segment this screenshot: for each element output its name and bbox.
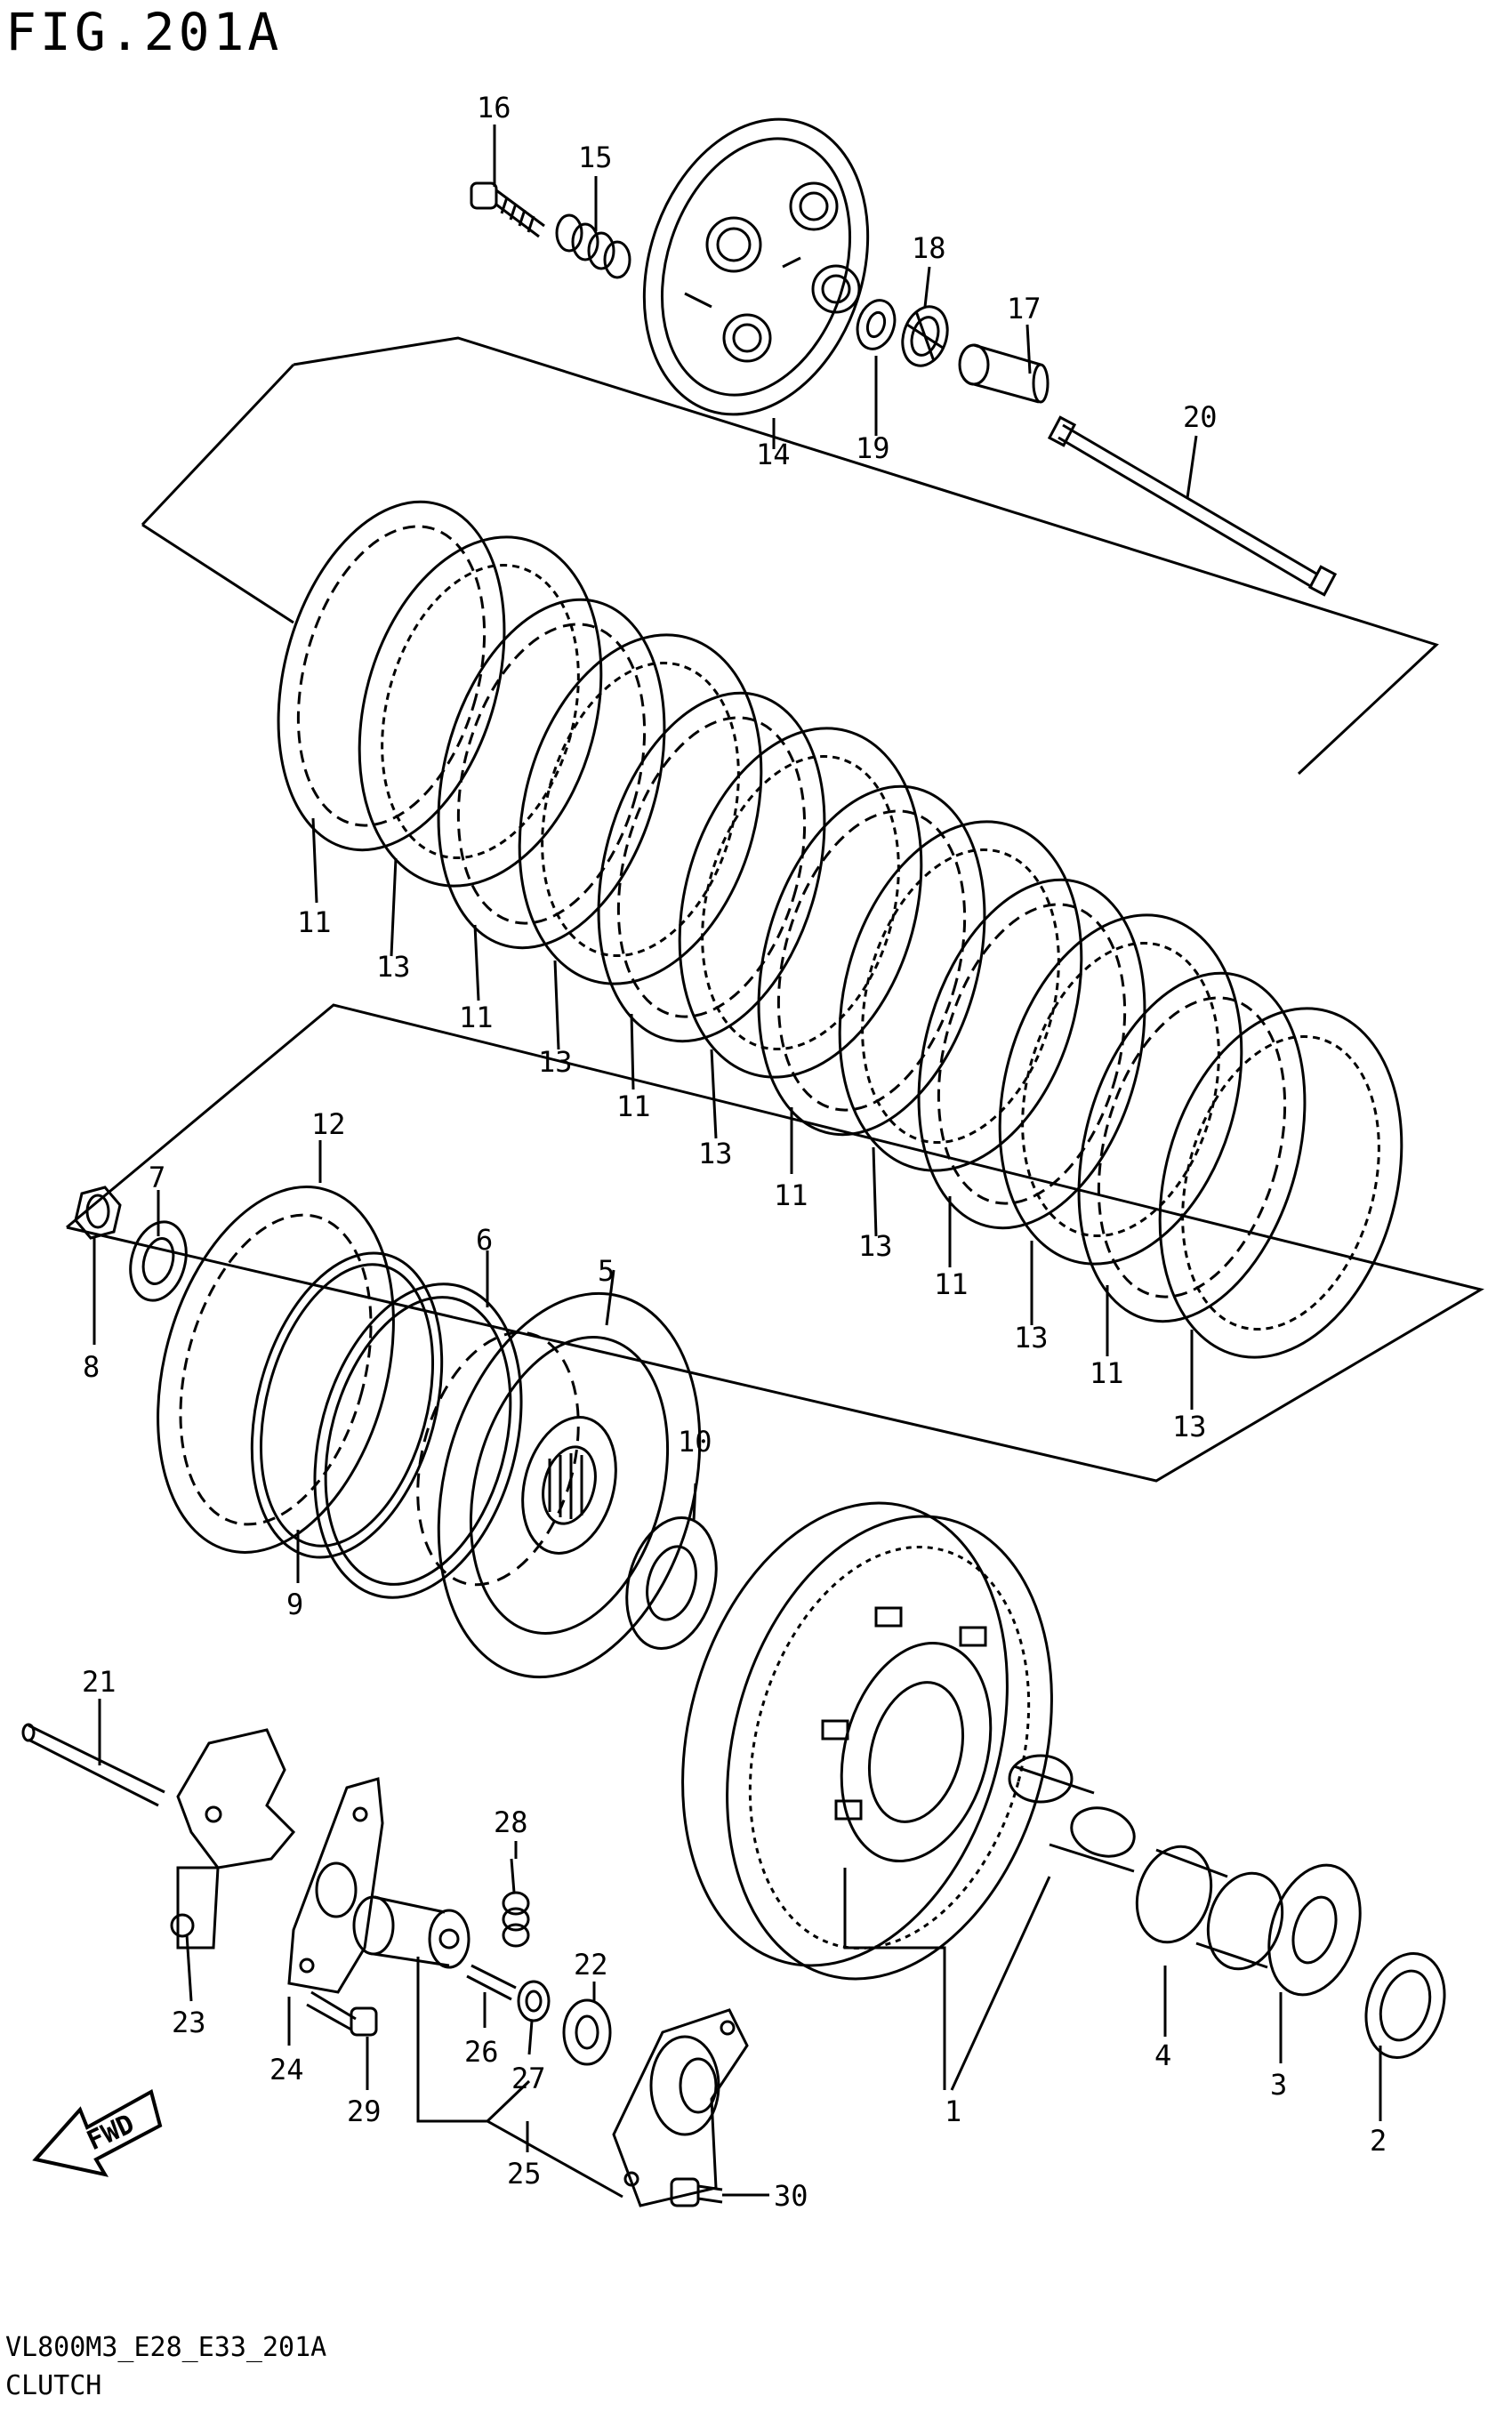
figure-code: VL800M3_E28_E33_201A bbox=[5, 2332, 327, 2363]
callout-18: 18 bbox=[912, 231, 946, 265]
callout-13c: 13 bbox=[698, 1137, 733, 1170]
part-5-clutch-sleeve-hub bbox=[416, 1291, 702, 1679]
callout-19: 19 bbox=[856, 431, 890, 465]
part-6-spring-seat bbox=[313, 1282, 523, 1599]
drive-plate-3 bbox=[678, 727, 923, 1079]
friction-plate-3 bbox=[597, 691, 826, 1043]
callout-5: 5 bbox=[598, 1254, 615, 1288]
callout-11c: 11 bbox=[616, 1089, 651, 1123]
drive-plate-2 bbox=[518, 633, 763, 985]
lower-group-frame bbox=[66, 1003, 1484, 1483]
figure-title: FIG.201A bbox=[5, 2, 283, 62]
friction-plate-4 bbox=[757, 784, 986, 1137]
part-28-spring bbox=[502, 1858, 530, 1948]
part-8-nut bbox=[74, 1186, 122, 1240]
callout-21: 21 bbox=[82, 1665, 117, 1699]
callout-11d: 11 bbox=[774, 1178, 808, 1212]
callout-17: 17 bbox=[1007, 292, 1042, 326]
part-22-oil-seal bbox=[562, 1998, 612, 2066]
fwd-arrow bbox=[32, 2089, 163, 2177]
part-9-spring-washer bbox=[250, 1251, 444, 1559]
drive-plate-4 bbox=[838, 820, 1083, 1172]
callout-labels: 1 2 3 4 5 6 7 8 9 10 11 11 11 11 11 11 1… bbox=[82, 91, 1387, 2213]
part-30-bolt bbox=[670, 2177, 723, 2207]
part-27-nut bbox=[517, 1980, 551, 2022]
callout-2: 2 bbox=[1370, 2124, 1387, 2158]
part-26-screw bbox=[466, 1964, 517, 2001]
part-10-thrust-washer bbox=[625, 1516, 718, 1651]
callout-22: 22 bbox=[574, 1948, 608, 1982]
callout-30: 30 bbox=[774, 2179, 808, 2213]
drive-plate-6 bbox=[1158, 1007, 1403, 1359]
part-3-washer bbox=[1267, 1863, 1362, 1997]
callout-14: 14 bbox=[756, 438, 791, 471]
part-18-bearing bbox=[901, 305, 949, 367]
callout-3: 3 bbox=[1270, 2068, 1287, 2102]
part-12-friction-plate bbox=[157, 1186, 395, 1554]
callout-4: 4 bbox=[1154, 2038, 1171, 2072]
leader-lines bbox=[92, 125, 1382, 2199]
callout-13e: 13 bbox=[1014, 1321, 1049, 1355]
callout-10: 10 bbox=[678, 1425, 712, 1459]
callout-1: 1 bbox=[945, 2094, 961, 2128]
callout-13d: 13 bbox=[858, 1229, 893, 1263]
friction-plate-2 bbox=[437, 598, 666, 950]
drive-plate-1 bbox=[358, 535, 603, 888]
part-4-spacer bbox=[1008, 1754, 1136, 1873]
friction-plate-1 bbox=[277, 500, 506, 852]
callout-27: 27 bbox=[511, 2062, 546, 2095]
part-4-needle-bearing bbox=[1135, 1845, 1284, 1971]
callout-16: 16 bbox=[477, 91, 511, 125]
callout-8: 8 bbox=[83, 1350, 100, 1384]
part-25-release-cover bbox=[612, 2008, 749, 2207]
fwd-label: FWD bbox=[83, 2109, 140, 2158]
part-1-clutch-housing bbox=[681, 1501, 1053, 1981]
callout-25: 25 bbox=[507, 2157, 542, 2191]
callout-24: 24 bbox=[269, 2053, 304, 2086]
callout-11b: 11 bbox=[459, 1001, 494, 1034]
callout-29: 29 bbox=[347, 2094, 382, 2128]
callout-6: 6 bbox=[476, 1223, 493, 1257]
callout-26: 26 bbox=[464, 2035, 499, 2069]
part-17-push-piece bbox=[958, 343, 1050, 404]
upper-group-frame bbox=[293, 336, 1439, 776]
plate-stack bbox=[277, 500, 1403, 1359]
part-14-pressure-plate bbox=[642, 117, 870, 416]
callout-23: 23 bbox=[172, 2006, 206, 2039]
part-21-rod bbox=[21, 1723, 165, 1807]
callout-20: 20 bbox=[1183, 400, 1218, 434]
part-25-release-cam bbox=[352, 1895, 470, 1969]
callout-11e: 11 bbox=[934, 1267, 969, 1301]
callout-13f: 13 bbox=[1172, 1410, 1207, 1443]
callout-11f: 11 bbox=[1090, 1356, 1124, 1390]
callout-15: 15 bbox=[578, 141, 613, 174]
callout-11a: 11 bbox=[297, 905, 332, 939]
drive-plate-5 bbox=[998, 913, 1243, 1266]
part-19-washer bbox=[856, 299, 897, 350]
callout-9: 9 bbox=[286, 1588, 303, 1621]
callout-7: 7 bbox=[149, 1161, 165, 1194]
part-20-push-rod bbox=[1047, 415, 1338, 597]
part-15-spring bbox=[555, 213, 631, 279]
part-2-oil-seal bbox=[1364, 1951, 1446, 2060]
part-23-bracket bbox=[170, 1728, 296, 1950]
part-24-gasket bbox=[287, 1777, 384, 1994]
callout-13a: 13 bbox=[376, 950, 411, 984]
friction-plate-6 bbox=[1077, 971, 1307, 1323]
part-16-bolt bbox=[470, 181, 545, 238]
friction-plate-5 bbox=[917, 878, 1146, 1230]
callout-13b: 13 bbox=[538, 1045, 573, 1079]
callout-28: 28 bbox=[494, 1805, 528, 1839]
part-7-washer bbox=[129, 1220, 188, 1302]
upper-group-frame-tick bbox=[141, 523, 294, 624]
figure-name: CLUTCH bbox=[5, 2370, 102, 2401]
upper-group-frame-left bbox=[141, 363, 295, 527]
callout-12: 12 bbox=[311, 1107, 346, 1141]
part-29-bolt bbox=[306, 1990, 378, 2037]
